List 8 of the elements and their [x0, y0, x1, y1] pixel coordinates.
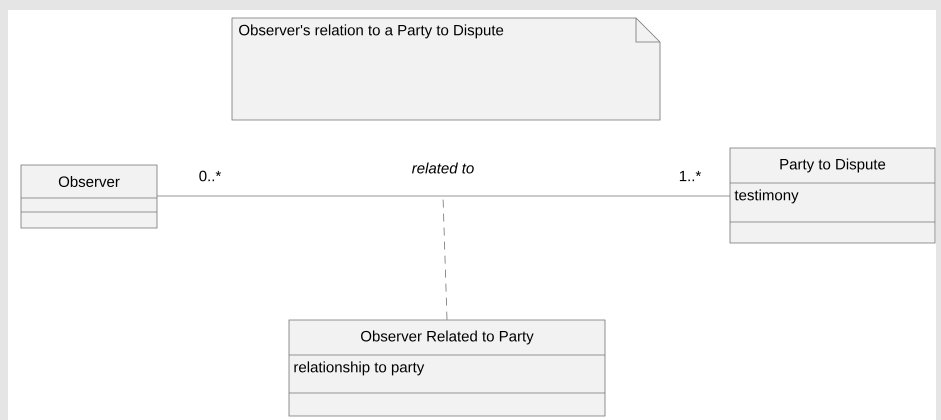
edge-label: related to: [410, 161, 476, 174]
multiplicity-label: 1..*: [680, 170, 702, 182]
dashed-line: [442, 196, 448, 320]
class-box: Observer: [20, 164, 158, 228]
class-box: Observer Related to Party relationship to party: [288, 320, 606, 416]
multiplicity-label: 0..*: [199, 170, 222, 182]
class-box: Party to Dispute testimony: [730, 148, 936, 244]
note-box: Observer's relation to a Party to Dispute: [232, 18, 660, 120]
